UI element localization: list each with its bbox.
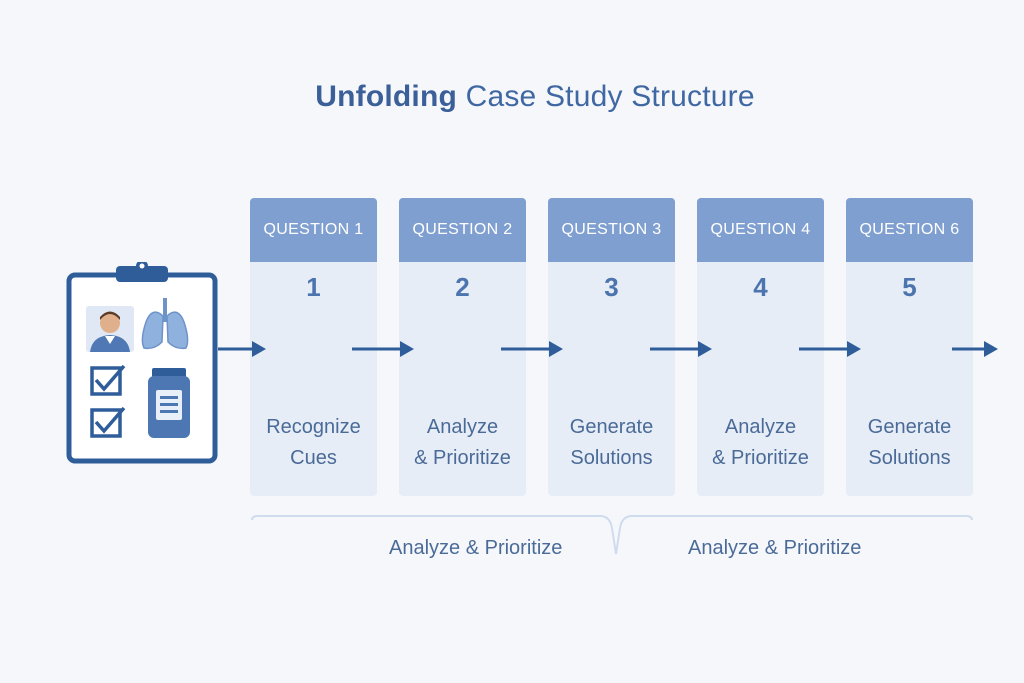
step-label-line1: Analyze bbox=[426, 416, 499, 438]
arrow-right-icon bbox=[501, 341, 563, 357]
question-card-3: QUESTION 3 3 Generate Solutions bbox=[548, 198, 675, 496]
checkbox-icon bbox=[90, 364, 126, 396]
clipboard-icon bbox=[66, 262, 218, 464]
step-label-line1: Recognize bbox=[266, 416, 361, 438]
patient-avatar-icon bbox=[86, 306, 134, 352]
diagram-title: Unfolding Case Study Structure bbox=[0, 80, 1024, 114]
title-bold: Unfolding bbox=[315, 80, 458, 113]
question-header: QUESTION 3 bbox=[548, 198, 675, 262]
question-card-1: QUESTION 1 1 Recognize Cues bbox=[250, 198, 377, 496]
question-header: QUESTION 4 bbox=[697, 198, 824, 262]
arrow-right-icon bbox=[218, 341, 266, 357]
step-number: 2 bbox=[455, 272, 470, 302]
step-label-line2: & Prioritize bbox=[712, 447, 809, 469]
medication-bottle-icon bbox=[148, 368, 190, 438]
arrow-right-icon bbox=[799, 341, 861, 357]
group-label-right: Analyze & Prioritize bbox=[688, 537, 862, 559]
step-label-line2: Cues bbox=[290, 447, 337, 469]
arrow-right-icon bbox=[952, 341, 998, 357]
arrow-right-icon bbox=[352, 341, 414, 357]
lungs-icon bbox=[141, 298, 189, 350]
step-number: 5 bbox=[902, 272, 917, 302]
question-header: QUESTION 1 bbox=[250, 198, 377, 262]
step-number: 4 bbox=[753, 272, 768, 302]
step-label-line2: & Prioritize bbox=[414, 447, 511, 469]
step-label-line1: Generate bbox=[569, 416, 654, 438]
step-label: Recognize Cues bbox=[250, 412, 377, 474]
step-label-line2: Solutions bbox=[868, 447, 951, 469]
question-card-5: QUESTION 6 5 Generate Solutions bbox=[846, 198, 973, 496]
step-number: 1 bbox=[306, 272, 321, 302]
step-label: Generate Solutions bbox=[846, 412, 973, 474]
step-label-line1: Generate bbox=[867, 416, 952, 438]
step-label: Generate Solutions bbox=[548, 412, 675, 474]
question-card-2: QUESTION 2 2 Analyze & Prioritize bbox=[399, 198, 526, 496]
step-label: Analyze & Prioritize bbox=[399, 412, 526, 474]
title-rest: Case Study Structure bbox=[465, 80, 755, 113]
grouping-bracket bbox=[251, 515, 973, 555]
question-header: QUESTION 2 bbox=[399, 198, 526, 262]
checkbox-icon bbox=[90, 406, 126, 438]
step-label: Analyze & Prioritize bbox=[697, 412, 824, 474]
group-label-left: Analyze & Prioritize bbox=[389, 537, 563, 559]
question-header: QUESTION 6 bbox=[846, 198, 973, 262]
step-number: 3 bbox=[604, 272, 619, 302]
question-card-4: QUESTION 4 4 Analyze & Prioritize bbox=[697, 198, 824, 496]
step-label-line2: Solutions bbox=[570, 447, 653, 469]
arrow-right-icon bbox=[650, 341, 712, 357]
step-label-line1: Analyze bbox=[724, 416, 797, 438]
